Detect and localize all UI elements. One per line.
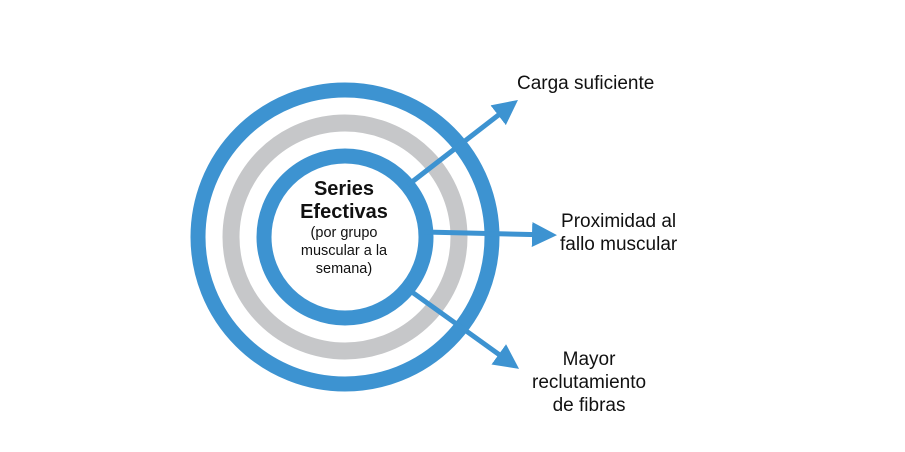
label-mayor-line1: Mayor (562, 349, 616, 370)
outer-blue-ring (190, 82, 500, 392)
center-title-line1: Series (313, 178, 375, 200)
label-carga-text: Carga suficiente (517, 73, 655, 94)
center-sub-line3: semana) (315, 261, 373, 277)
label-mayor-line3: de fibras (552, 395, 626, 416)
label-carga-suficiente: Carga suficiente (517, 72, 654, 95)
arrow-proximidad (423, 222, 557, 248)
center-sub-line1: (por grupo (310, 225, 378, 241)
label-proximidad-fallo: Proximidad al fallo muscular (560, 210, 677, 256)
label-mayor-reclutamiento: Mayor reclutamiento de fibras (532, 348, 646, 417)
label-proximidad-line2: fallo muscular (560, 234, 678, 255)
center-title-line2: Efectivas (300, 201, 388, 223)
center-label: Series Efectivas (por grupo muscular a l… (276, 178, 412, 278)
arrow-mayor (403, 284, 520, 369)
arrow-carga (406, 99, 518, 187)
center-sub-line2: muscular a la (300, 243, 388, 259)
middle-gray-ring (222, 114, 468, 360)
label-proximidad-line1: Proximidad al (561, 211, 677, 232)
inner-blue-ring (256, 148, 434, 326)
label-mayor-line2: reclutamiento (532, 372, 647, 393)
